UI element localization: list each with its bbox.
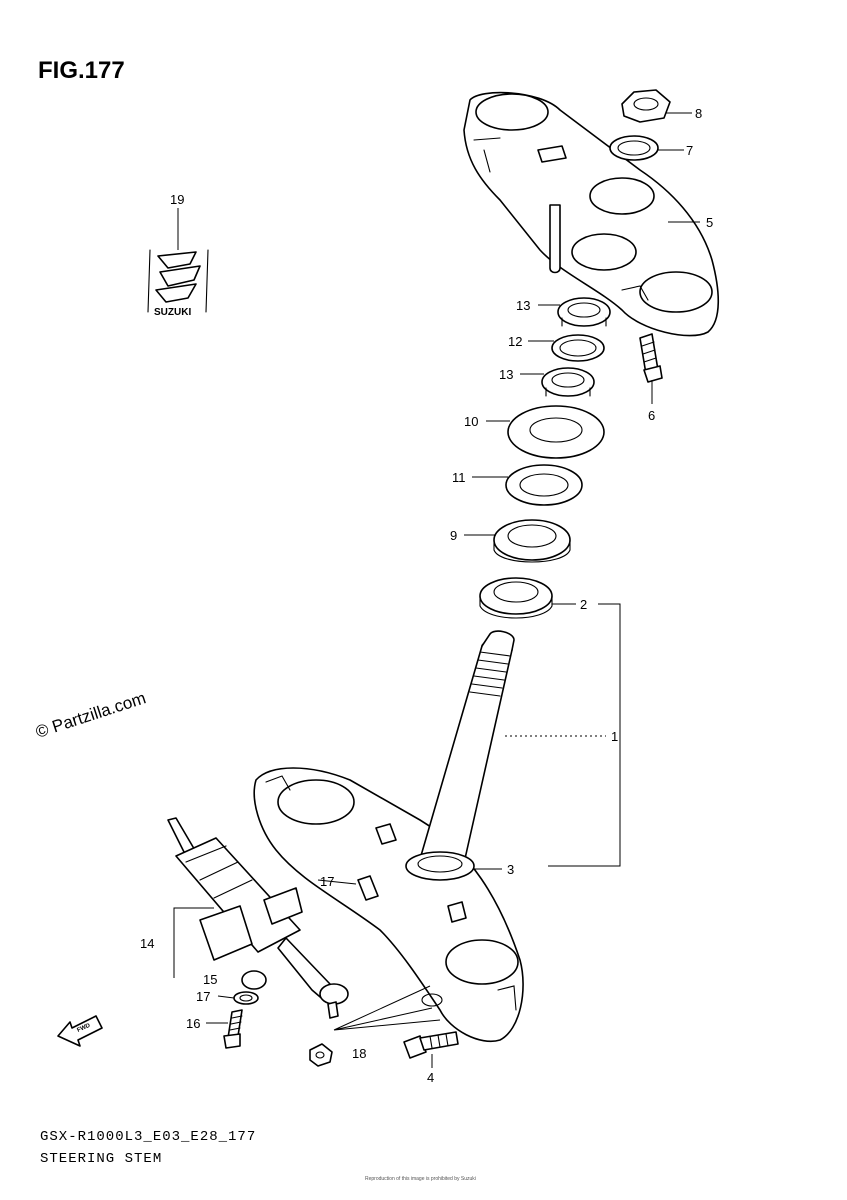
damper-bushing-upper[interactable] bbox=[357, 875, 379, 901]
callout-13-upper[interactable]: 13 bbox=[516, 298, 530, 313]
suzuki-emblem[interactable]: SUZUKI bbox=[147, 249, 209, 318]
lower-bearing[interactable] bbox=[479, 577, 553, 619]
footer-code: GSX-R1000L3_E03_E28_177 bbox=[40, 1129, 256, 1145]
callout-13-lower[interactable]: 13 bbox=[499, 367, 513, 382]
callout-5[interactable]: 5 bbox=[706, 215, 713, 230]
damper-collar[interactable] bbox=[241, 970, 267, 990]
callout-9[interactable]: 9 bbox=[450, 528, 457, 543]
footer-small-print: Reproduction of this image is prohibited… bbox=[365, 1176, 476, 1182]
figure-title: FIG.177 bbox=[38, 57, 125, 84]
upper-bracket-bolt[interactable] bbox=[639, 333, 663, 383]
steering-washer[interactable] bbox=[551, 334, 605, 362]
damper-washer[interactable] bbox=[233, 991, 259, 1005]
callout-14[interactable]: 14 bbox=[140, 936, 154, 951]
footer-caption: STEERING STEM bbox=[40, 1151, 162, 1167]
damper-nut[interactable] bbox=[309, 1043, 333, 1067]
callout-2[interactable]: 2 bbox=[580, 597, 587, 612]
dust-seal[interactable] bbox=[507, 405, 605, 459]
forward-arrow-icon: FWD bbox=[57, 1015, 103, 1047]
upper-bearing[interactable] bbox=[493, 519, 571, 563]
forward-arrow-text: FWD bbox=[76, 1023, 92, 1034]
callout-15[interactable]: 15 bbox=[203, 972, 217, 987]
callout-4[interactable]: 4 bbox=[427, 1070, 434, 1085]
callout-3[interactable]: 3 bbox=[507, 862, 514, 877]
lower-bracket-bolt[interactable] bbox=[403, 1031, 459, 1059]
stem-washer[interactable] bbox=[609, 135, 659, 161]
damper-bolt[interactable] bbox=[223, 1009, 243, 1049]
callout-6[interactable]: 6 bbox=[648, 408, 655, 423]
leader-lines bbox=[173, 112, 700, 1068]
callout-numbers: 1 2 3 4 5 6 7 8 9 10 11 12 13 13 14 15 1… bbox=[140, 106, 713, 1085]
lower-bracket[interactable] bbox=[253, 630, 524, 1043]
watermark: © Partzilla.com bbox=[33, 688, 148, 741]
callout-8[interactable]: 8 bbox=[695, 106, 702, 121]
stem-nut[interactable] bbox=[621, 89, 671, 123]
callout-12[interactable]: 12 bbox=[508, 334, 522, 349]
lock-nut-lower[interactable] bbox=[541, 367, 595, 397]
callout-11[interactable]: 11 bbox=[452, 470, 466, 485]
callout-18[interactable]: 18 bbox=[352, 1046, 366, 1061]
emblem-text: SUZUKI bbox=[154, 307, 191, 318]
callout-19[interactable]: 19 bbox=[170, 192, 184, 207]
lock-nut-upper[interactable] bbox=[557, 297, 611, 327]
callout-1[interactable]: 1 bbox=[611, 729, 618, 744]
bearing-washer[interactable] bbox=[505, 464, 583, 506]
callout-10[interactable]: 10 bbox=[464, 414, 478, 429]
callout-16[interactable]: 16 bbox=[186, 1016, 200, 1031]
callout-17-lower[interactable]: 17 bbox=[196, 989, 210, 1004]
callout-7[interactable]: 7 bbox=[686, 143, 693, 158]
steering-damper[interactable] bbox=[167, 817, 349, 1019]
upper-bracket[interactable] bbox=[463, 91, 720, 337]
callout-17-upper[interactable]: 17 bbox=[320, 874, 334, 889]
